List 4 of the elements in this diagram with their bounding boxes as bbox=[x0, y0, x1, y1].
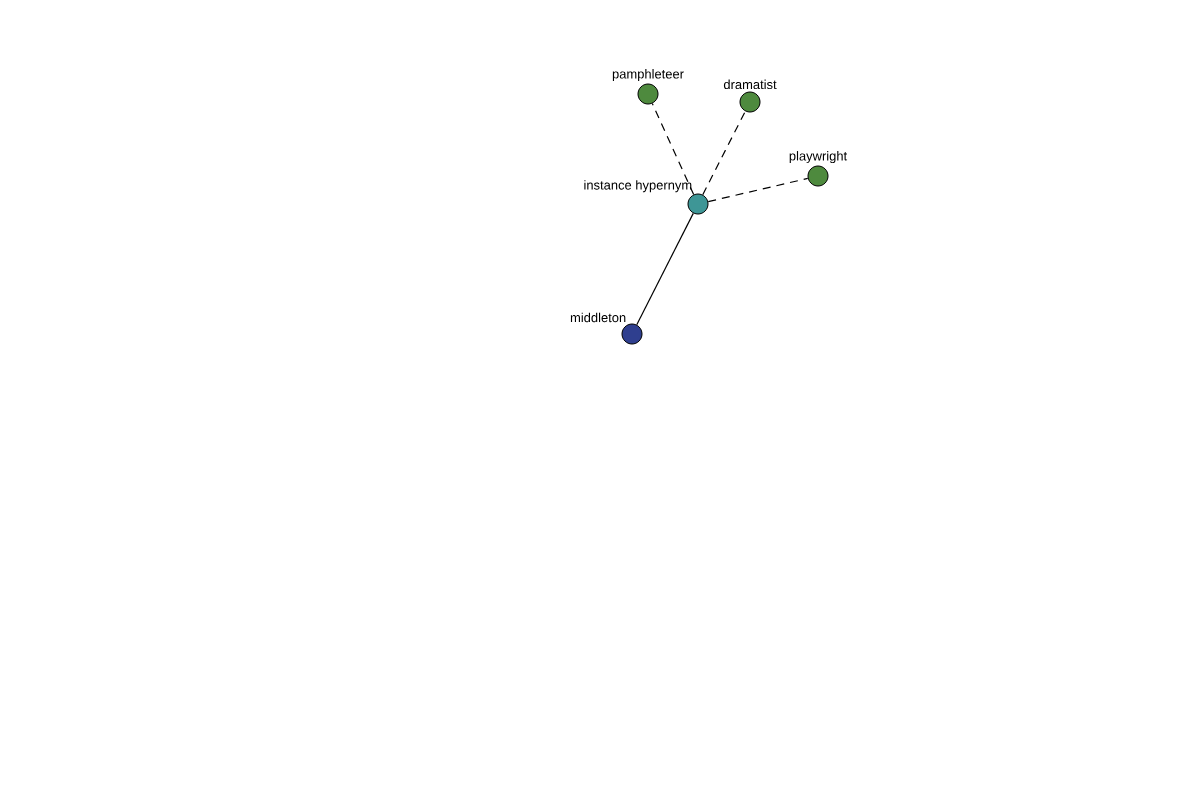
connector-line bbox=[707, 177, 809, 203]
connector-line bbox=[651, 102, 695, 196]
connector-line bbox=[636, 212, 694, 326]
connector-line bbox=[702, 110, 746, 196]
